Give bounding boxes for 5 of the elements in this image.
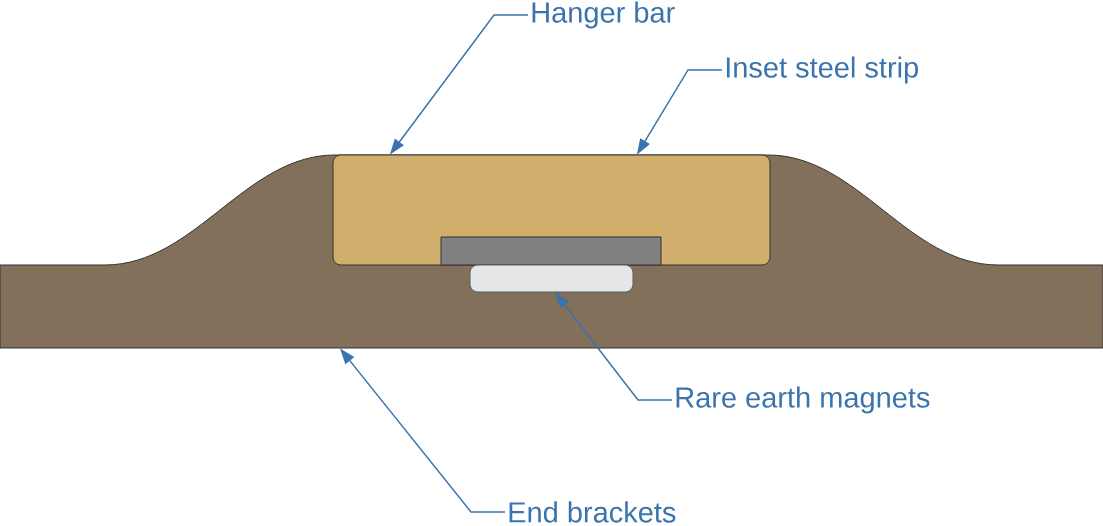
callout-label: End brackets xyxy=(509,501,676,523)
magnet xyxy=(469,264,634,293)
callout-label: Inset steel strip xyxy=(726,56,918,84)
callout-label: Rare earth magnets xyxy=(676,386,930,414)
callout-label: Hanger bar xyxy=(532,1,675,29)
